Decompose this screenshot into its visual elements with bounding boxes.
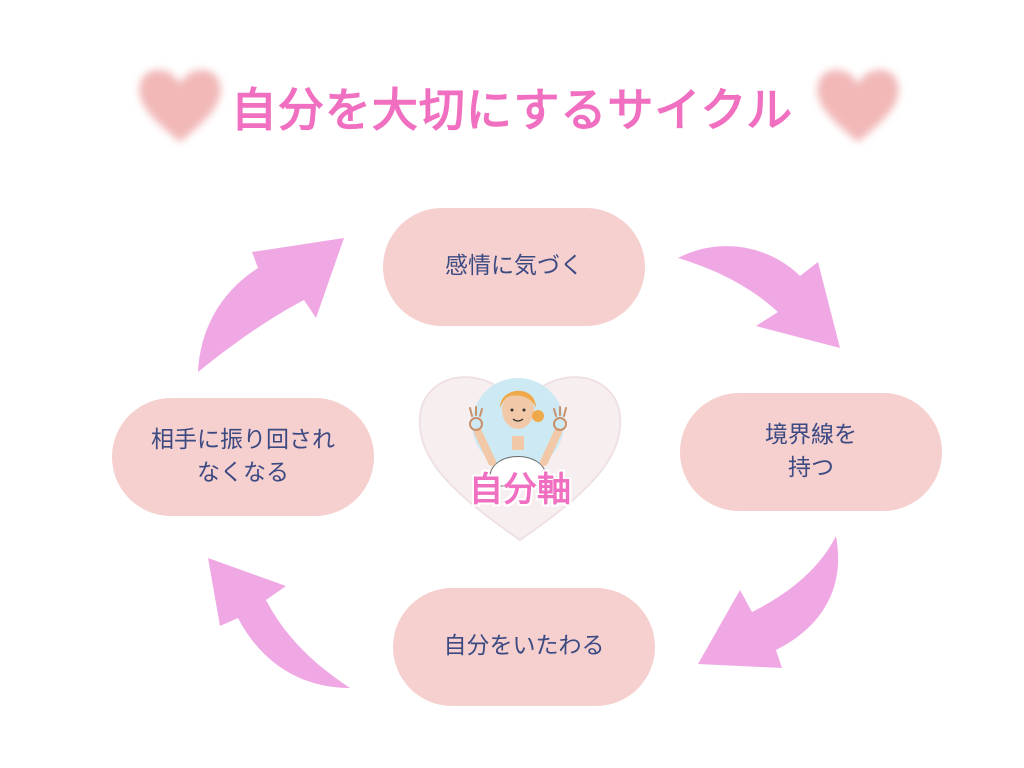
arrow-left-to-top bbox=[198, 238, 344, 372]
node-not-swayed: 相手に振り回され なくなる bbox=[112, 398, 374, 516]
arrow-bottom-to-left bbox=[208, 558, 350, 688]
node-set-boundaries-line2: 持つ bbox=[788, 455, 834, 481]
center-label: 自分軸 bbox=[469, 470, 571, 510]
node-care-for-self: 自分をいたわる bbox=[393, 588, 655, 706]
node-notice-emotions: 感情に気づく bbox=[383, 208, 645, 326]
node-set-boundaries-line1: 境界線を bbox=[765, 421, 857, 448]
node-care-for-self-text: 自分をいたわる bbox=[443, 633, 605, 660]
center-heart-icon bbox=[418, 376, 622, 542]
woman-ok-gesture-illustration bbox=[469, 378, 567, 487]
node-set-boundaries: 境界線を 持つ bbox=[680, 393, 942, 511]
right-heart-icon bbox=[817, 69, 899, 142]
left-heart-icon bbox=[139, 69, 221, 142]
arrow-top-to-right bbox=[678, 246, 840, 348]
node-not-swayed-line2: なくなる bbox=[197, 460, 289, 486]
node-notice-emotions-text: 感情に気づく bbox=[445, 253, 583, 280]
arrow-right-to-bottom bbox=[698, 536, 839, 668]
diagram-title: 自分を大切にするサイクル bbox=[230, 83, 794, 137]
node-not-swayed-line1: 相手に振り回され bbox=[151, 426, 335, 453]
